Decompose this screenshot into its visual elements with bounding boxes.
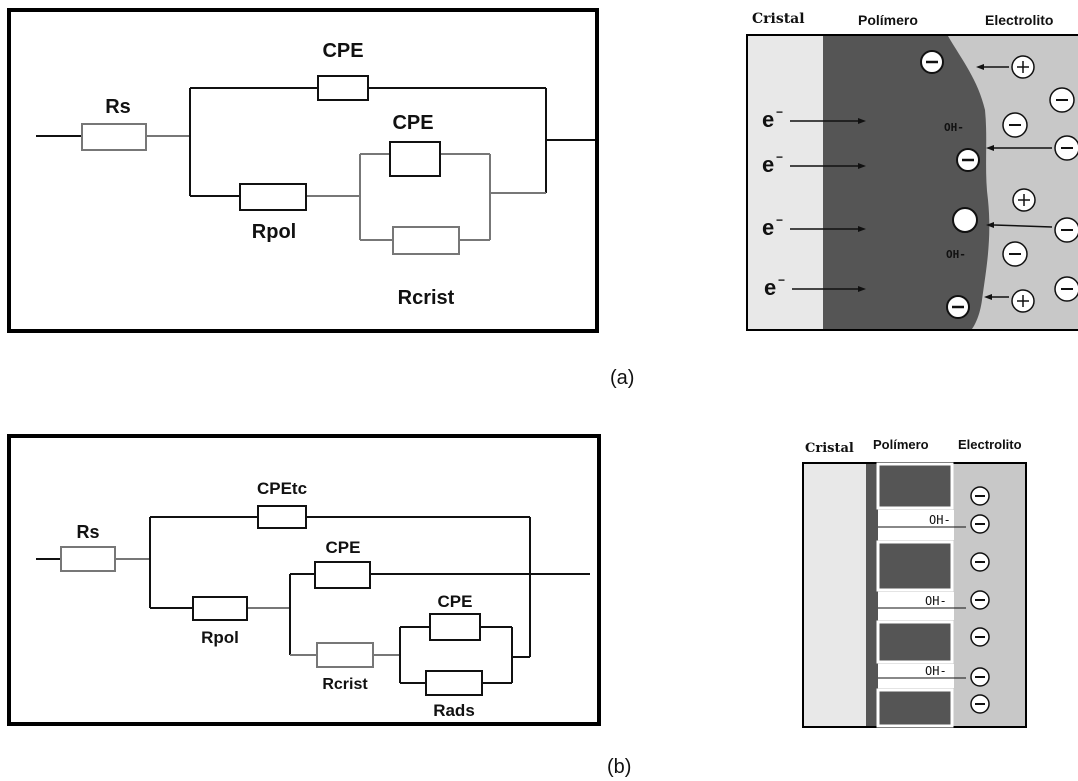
electron-label: e [762,107,774,132]
plus-ion-icon [1011,55,1035,79]
pore-channel [878,510,954,540]
minus-ion-icon [970,486,990,506]
minus-ion-icon [970,694,990,714]
rcrist-label: Rcrist [322,676,368,693]
electron-charge: − [778,273,785,287]
minus-ion-icon [946,295,970,319]
electron-charge: − [776,213,783,227]
minus-ion-icon [956,148,980,172]
rs-resistor [60,546,116,572]
rpol-label: Rpol [252,221,296,243]
minus-ion-icon [1049,87,1075,113]
empty-ion-icon [952,207,978,233]
polimero-block [876,620,954,664]
cpetc-label: CPEtc [257,479,307,498]
electron-label: e [762,215,774,240]
hydroxide-label: OH- [925,664,947,678]
cristal-label: Cristal [805,441,854,456]
minus-ion-icon [1054,276,1078,302]
cpetc-element [257,505,307,529]
cpe-label: CPE [392,112,433,134]
plus-ion-icon [1011,289,1035,313]
hydroxide-label: OH- [946,248,966,261]
electrolito-label: Electrolito [985,12,1053,28]
rs-label: Rs [76,522,99,542]
pore-channel [878,592,954,620]
minus-ion-icon [970,590,990,610]
cristal-label: Cristal [752,11,805,27]
minus-ion-icon [1002,112,1028,138]
caption-b: (b) [607,756,631,778]
arrow-left-icon [986,222,1053,228]
hydroxide-label: OH- [929,513,951,527]
polimero-block [876,688,954,728]
rcrist-resistor [316,642,374,668]
rads-label: Rads [433,701,475,720]
minus-ion-icon [970,627,990,647]
cpe-label: CPE [322,40,363,62]
rcrist-label: Rcrist [398,287,455,309]
rpol-resistor [192,596,248,621]
rs-resistor [81,123,147,151]
minus-ion-icon [970,667,990,687]
arrow-head-icon [858,163,866,169]
hydroxide-label: OH- [944,121,964,134]
minus-ion-icon [920,50,944,74]
electron-charge: − [776,105,783,119]
electron-label: e [764,275,776,300]
cpe-element [389,141,441,177]
polimero-block [876,462,954,510]
electrolito-label: Electrolito [958,437,1022,452]
minus-ion-icon [970,552,990,572]
rpol-resistor [239,183,307,211]
interface-a: Cristal Polímero Electrolito e − e − e −… [746,11,1078,331]
rpol-label: Rpol [201,628,239,647]
polimero-block [876,540,954,592]
electron-row: e − [762,150,866,177]
cristal-layer [804,464,866,726]
cpe-element [314,561,371,589]
minus-ion-icon [1002,241,1028,267]
rads-resistor [425,670,483,696]
minus-ion-icon [970,514,990,534]
circuit-a-frame [7,8,599,333]
arrow-head-icon [858,226,866,232]
arrow-left-icon [984,294,1009,300]
polimero-label: Polímero [873,437,929,452]
electron-charge: − [776,150,783,164]
arrow-left-icon [986,145,1052,151]
arrow-head-icon [858,118,866,124]
circuit-b: Rs CPEtc Rpol CPE Rcrist CPE Rads [7,434,601,726]
polimero-backbone [866,464,878,726]
polimero-label: Polímero [858,12,918,28]
polimero-layer [823,36,990,329]
cpe-label: CPE [326,538,361,557]
cpe-element [429,613,481,641]
arrow-left-icon [976,64,1009,70]
hydroxide-label: OH- [925,594,947,608]
pore-channel [878,664,954,688]
cpe-label: CPE [438,592,473,611]
interface-b: Cristal Polímero Electrolito OH- OH- OH- [802,437,1027,728]
rs-label: Rs [105,96,131,118]
circuit-b-frame [7,434,601,726]
cristal-layer [748,36,823,329]
minus-ion-icon [1054,135,1078,161]
arrow-head-icon [858,286,866,292]
rcrist-resistor [392,226,460,255]
electron-row: e − [762,105,866,132]
circuit-a: Rs CPE Rpol CPE Rcrist [7,8,599,333]
plus-ion-icon [1012,188,1036,212]
electron-row: e − [762,213,866,240]
electron-label: e [762,152,774,177]
minus-ion-icon [1054,217,1078,243]
electron-row: e − [764,273,866,300]
cpe-element [317,75,369,101]
caption-a: (a) [610,367,634,389]
